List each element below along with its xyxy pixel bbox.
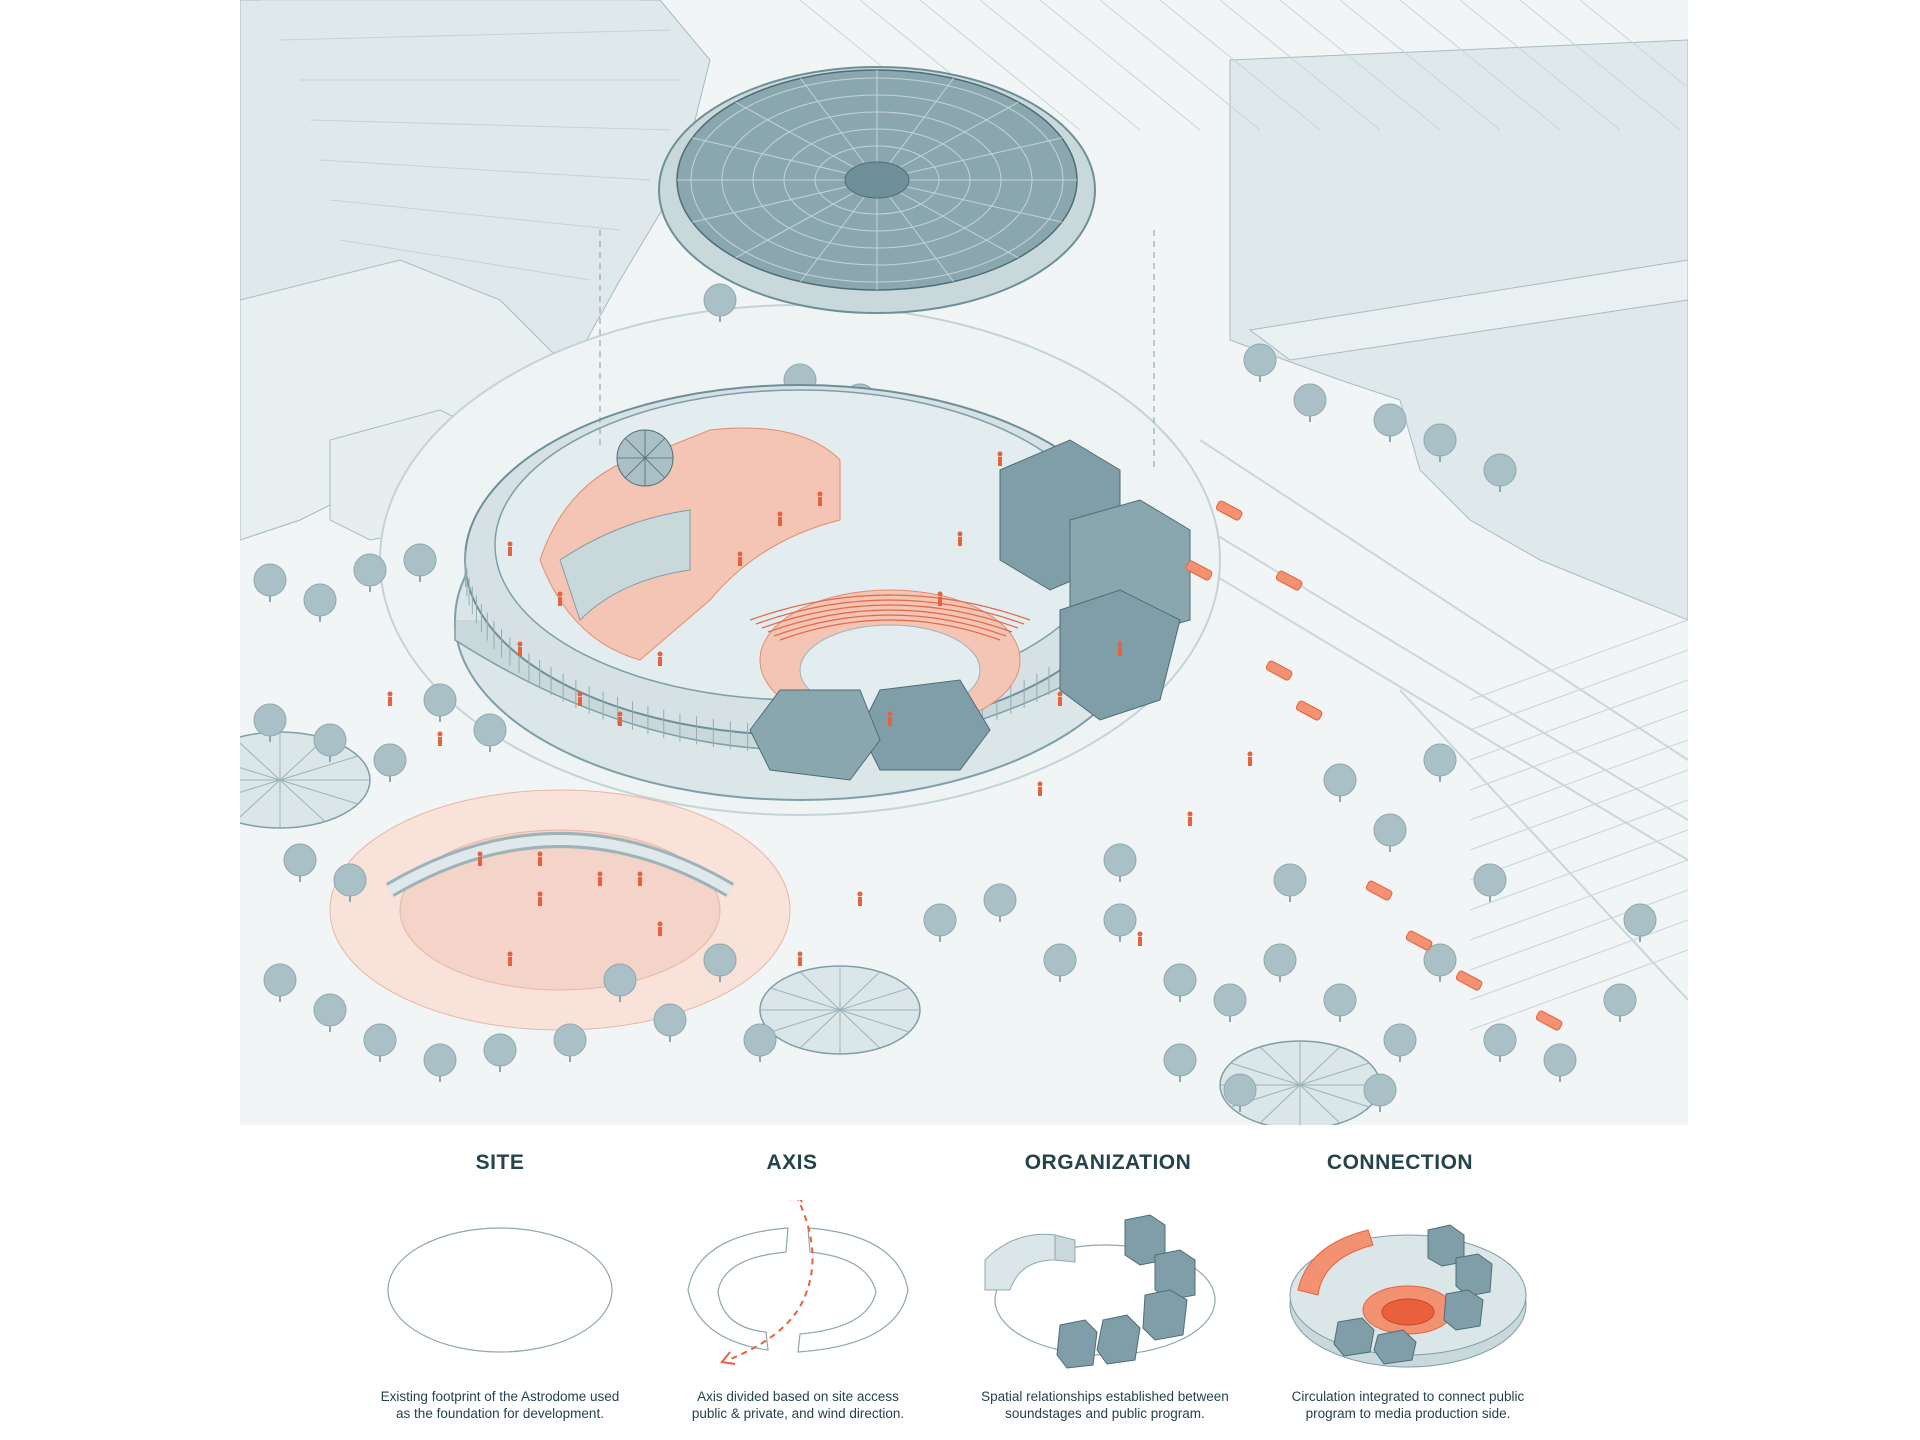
- caption-site: Existing footprint of the Astrodome used…: [350, 1388, 650, 1422]
- caption-axis-line-1: Axis divided based on site access: [697, 1389, 899, 1404]
- west-plaza: [329, 789, 791, 1031]
- connection-diagram: [1289, 1224, 1527, 1368]
- caption-connection-line-1: Circulation integrated to connect public: [1291, 1389, 1525, 1404]
- axis-arrow-icon: [727, 1200, 814, 1361]
- caption-axis-line-2: public & private, and wind direction.: [691, 1406, 905, 1421]
- trees: [253, 283, 1657, 1112]
- caption-site-line-2: as the foundation for development.: [396, 1406, 604, 1421]
- site-diagram: [387, 1227, 613, 1353]
- caption-connection: Circulation integrated to connect public…: [1258, 1388, 1558, 1422]
- caption-site-line-1: Existing footprint of the Astrodome used: [380, 1389, 620, 1404]
- axonometric-site-drawing: [240, 0, 1688, 1125]
- pavilion-roof-icon: [240, 731, 1381, 1125]
- vehicle-icon: [1185, 500, 1563, 1031]
- column-title-axis: AXIS: [766, 1151, 818, 1174]
- ring-building: [454, 384, 1191, 801]
- column-title-site: SITE: [475, 1151, 525, 1174]
- axonometric-drawing: [240, 0, 1688, 1125]
- caption-organization-line-1: Spatial relationships established betwee…: [981, 1389, 1229, 1404]
- organization-diagram: [984, 1214, 1216, 1369]
- caption-axis: Axis divided based on site access public…: [648, 1388, 948, 1422]
- right-warehouse: [1229, 39, 1688, 621]
- caption-organization-line-2: soundstages and public program.: [1005, 1406, 1205, 1421]
- caption-connection-line-2: program to media production side.: [1305, 1406, 1511, 1421]
- column-title-connection: CONNECTION: [1326, 1151, 1474, 1174]
- dome-roof-icon: [599, 66, 1155, 470]
- person-icon: [387, 451, 1253, 966]
- caption-organization: Spatial relationships established betwee…: [955, 1388, 1255, 1422]
- axis-diagram: [687, 1200, 909, 1365]
- parking-lots: [799, 0, 1688, 1031]
- column-title-organization: ORGANIZATION: [1024, 1151, 1192, 1174]
